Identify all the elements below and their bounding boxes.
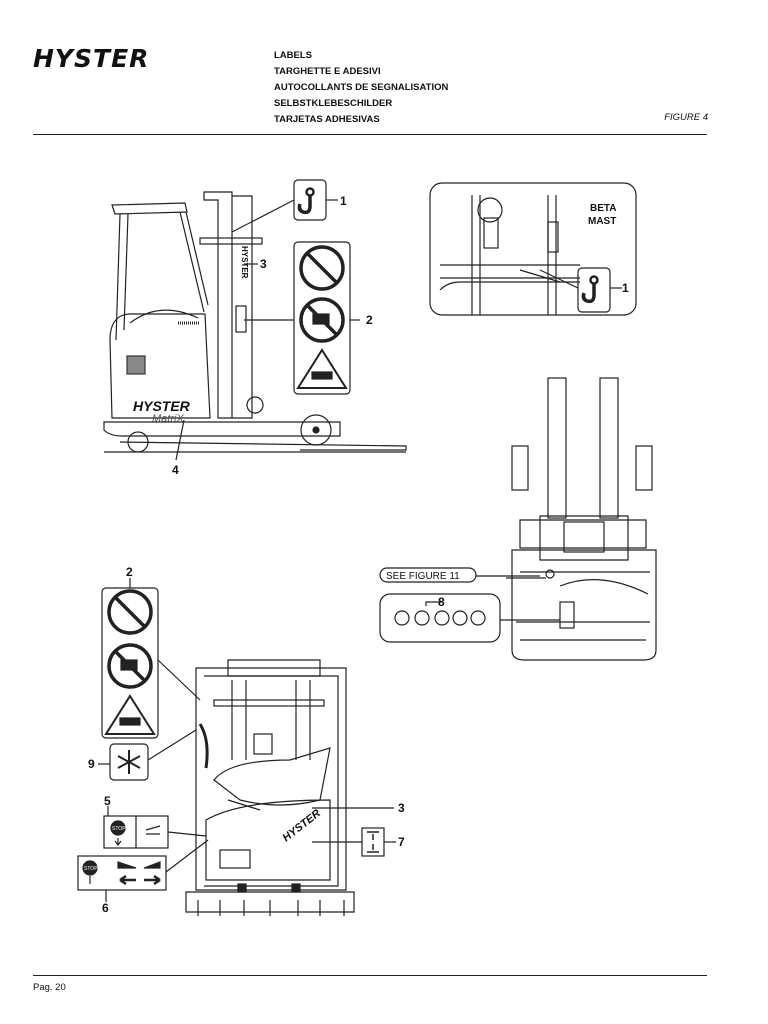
- callout-3b: 3: [398, 801, 405, 815]
- truck-rear-view: HYSTER: [185, 659, 355, 916]
- beta-mast-inset: BETA MAST: [429, 182, 637, 316]
- beta-text: BETA: [590, 203, 616, 214]
- callout-3: 3: [260, 257, 267, 271]
- title-line: AUTOCOLLANTS DE SEGNALISATION: [274, 82, 449, 93]
- title-line: TARJETAS ADHESIVAS: [274, 114, 380, 125]
- callout-1b: 1: [622, 281, 629, 295]
- callout-6: 6: [102, 901, 109, 915]
- callout-9: 9: [88, 757, 95, 771]
- height-label-7: [312, 827, 396, 857]
- label-titles: LABELS TARGHETTE E ADESIVI AUTOCOLLANTS …: [274, 48, 448, 128]
- truck-top-view: [506, 377, 657, 661]
- rear-brand-text: HYSTER: [280, 807, 323, 844]
- title-line: SELBSTKLEBESCHILDER: [274, 98, 393, 109]
- snowflake-label-9: [98, 729, 197, 781]
- stop-text-6: STOP: [84, 866, 98, 872]
- stop-label-6: STOP: [77, 839, 209, 902]
- callout-1: 1: [340, 194, 347, 208]
- callout-4: 4: [172, 463, 179, 477]
- leader-4: [175, 419, 185, 461]
- hook-label-1: [231, 179, 338, 233]
- title-line: LABELS: [274, 50, 312, 61]
- see-figure-text: SEE FIGURE 11: [386, 571, 460, 582]
- callout-2: 2: [366, 313, 373, 327]
- truck-model-text: MatriX: [152, 413, 184, 425]
- header-rule: [33, 134, 707, 135]
- stop-label-5: STOP: [103, 806, 207, 849]
- title-line: TARGHETTE E ADESIVI: [274, 66, 381, 77]
- callout-5: 5: [104, 794, 111, 808]
- hyster-logo: HYSTER: [33, 44, 150, 73]
- mast-text: MAST: [588, 216, 616, 227]
- mast-brand-text: HYSTER: [240, 246, 249, 279]
- warning-labels-2b: [101, 578, 201, 739]
- page-number: Pag. 20: [33, 982, 66, 993]
- callout-7: 7: [398, 835, 405, 849]
- footer-rule: [33, 975, 707, 976]
- truck-side-view: HYSTER MatriX HYSTER: [103, 191, 407, 453]
- warning-labels-2: [244, 241, 360, 395]
- see-figure-callout: SEE FIGURE 11: [379, 567, 540, 583]
- control-panel-label-8: [379, 593, 560, 643]
- figure-number: FIGURE 4: [664, 112, 708, 123]
- callout-2b: 2: [126, 565, 133, 579]
- truck-brand-text: HYSTER: [133, 398, 191, 414]
- callout-8: 8: [438, 595, 445, 609]
- stop-text-5: STOP: [112, 826, 126, 832]
